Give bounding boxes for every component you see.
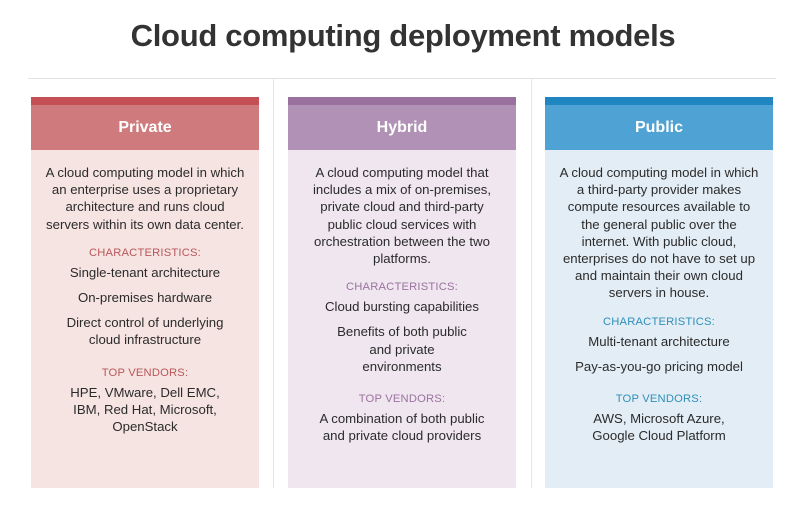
private-vendors: HPE, VMware, Dell EMC, IBM, Red Hat, Mic… [70, 384, 220, 435]
public-column: Public A cloud computing model in which … [545, 97, 773, 488]
private-characteristics-label: CHARACTERISTICS: [89, 246, 201, 259]
private-description: A cloud computing model in which an ente… [45, 165, 245, 232]
column-divider-2 [531, 79, 532, 488]
private-header: Private [31, 105, 259, 150]
public-top-bar [545, 97, 773, 105]
hybrid-column: Hybrid A cloud computing model that incl… [288, 97, 516, 488]
title-rule [28, 78, 776, 79]
private-column: Private A cloud computing model in which… [31, 97, 259, 488]
public-body: A cloud computing model in which a third… [545, 150, 773, 444]
hybrid-header: Hybrid [288, 105, 516, 150]
hybrid-characteristic: Benefits of both public and private envi… [337, 324, 467, 374]
public-description: A cloud computing model in which a third… [559, 165, 759, 301]
private-characteristic: Direct control of underlying cloud infra… [66, 315, 224, 348]
page-title: Cloud computing deployment models [130, 18, 676, 53]
public-vendors: AWS, Microsoft Azure, Google Cloud Platf… [592, 411, 726, 444]
private-characteristic: On-premises hardware [77, 290, 213, 306]
hybrid-body: A cloud computing model that includes a … [288, 150, 516, 444]
public-vendors-label: TOP VENDORS: [615, 393, 703, 406]
private-vendors-label: TOP VENDORS: [101, 366, 189, 379]
hybrid-characteristic: Cloud bursting capabilities [325, 299, 479, 315]
public-characteristic: Multi-tenant architecture [588, 333, 730, 349]
column-divider-1 [273, 79, 274, 488]
public-characteristics-label: CHARACTERISTICS: [603, 315, 715, 328]
hybrid-top-bar [288, 97, 516, 105]
public-characteristic: Pay-as-you-go pricing model [575, 358, 743, 374]
hybrid-characteristics-label: CHARACTERISTICS: [346, 281, 458, 294]
private-body: A cloud computing model in which an ente… [31, 150, 259, 435]
hybrid-vendors-label: TOP VENDORS: [358, 393, 446, 406]
private-top-bar [31, 97, 259, 105]
hybrid-vendors: A combination of both public and private… [319, 411, 485, 444]
private-characteristic: Single-tenant architecture [69, 264, 221, 280]
public-header: Public [545, 105, 773, 150]
hybrid-description: A cloud computing model that includes a … [312, 165, 492, 267]
